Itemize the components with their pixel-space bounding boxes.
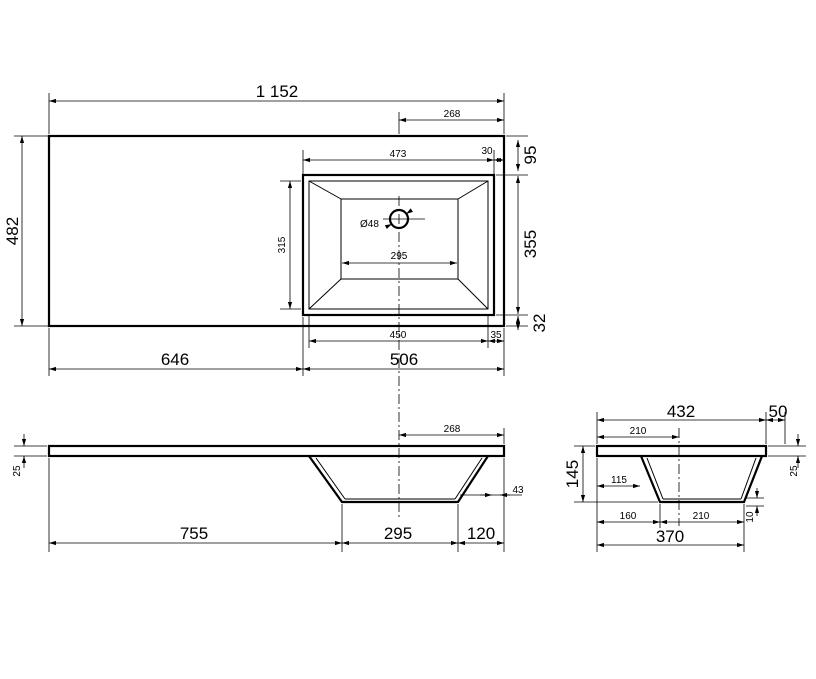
side-210-bottom-label: 210 (693, 511, 710, 522)
front-bottom-label: 295 (384, 524, 412, 543)
side-160-label: 160 (620, 511, 637, 522)
bowl-width-450-label: 450 (390, 330, 407, 341)
bowl-inner-depth-label: 315 (277, 236, 288, 253)
bowl-margin-35-label: 35 (490, 330, 502, 341)
bowl-margin-right-label: 30 (481, 146, 493, 157)
side-bowl-profile (639, 455, 764, 504)
side-view: 432 50 210 145 25 115 10 160 210 (563, 402, 806, 552)
front-offset-label: 268 (444, 424, 461, 435)
overall-depth-label: 482 (3, 217, 22, 245)
side-bowl-inner (740, 457, 757, 500)
side-50-label: 50 (769, 402, 788, 421)
bowl-margin-bottom-label: 32 (530, 314, 549, 333)
side-210-top-label: 210 (630, 426, 647, 437)
front-bowl-inner (454, 457, 483, 500)
front-bowl-profile (308, 455, 489, 504)
side-370-label: 370 (656, 527, 684, 546)
hole-leader (405, 208, 413, 215)
left-section-label: 646 (161, 350, 189, 369)
side-10-label: 10 (745, 511, 756, 523)
overall-width-label: 1 152 (256, 82, 299, 101)
right-section-label: 506 (390, 350, 418, 369)
side-countertop (595, 444, 768, 458)
bowl-offset-label: 268 (444, 109, 461, 120)
hole-diameter-label: Ø48 (360, 219, 379, 230)
bowl-depth-label: 355 (521, 230, 540, 258)
side-height-label: 145 (563, 460, 582, 488)
front-right-label: 120 (467, 524, 495, 543)
front-thickness-label: 25 (12, 465, 23, 477)
front-bowl-inner (315, 457, 346, 500)
hole-leader (384, 223, 393, 230)
front-left-label: 755 (180, 524, 208, 543)
front-43-label: 43 (512, 485, 524, 496)
bowl-bottom (340, 198, 459, 280)
front-view: 268 25 43 755 295 120 (12, 424, 524, 552)
side-thickness-label: 25 (789, 465, 800, 477)
bowl-margin-top-label: 95 (521, 146, 540, 165)
bowl-inner-rim (308, 180, 489, 310)
bowl-slope-line (457, 180, 489, 200)
bowl-slope-line (308, 180, 342, 200)
bowl-slope-line (308, 278, 342, 310)
bowl-outer-width-label: 473 (390, 149, 407, 160)
bowl-slope-line (457, 278, 489, 310)
plan-view: Ø48 1 152 268 473 30 95 355 32 482 (3, 82, 549, 376)
front-countertop (47, 444, 506, 458)
side-115-label: 115 (611, 475, 627, 486)
side-432-label: 432 (667, 402, 695, 421)
bowl-outer-rim (301, 173, 496, 317)
countertop-outline (47, 134, 506, 328)
side-bowl-inner (646, 457, 664, 500)
